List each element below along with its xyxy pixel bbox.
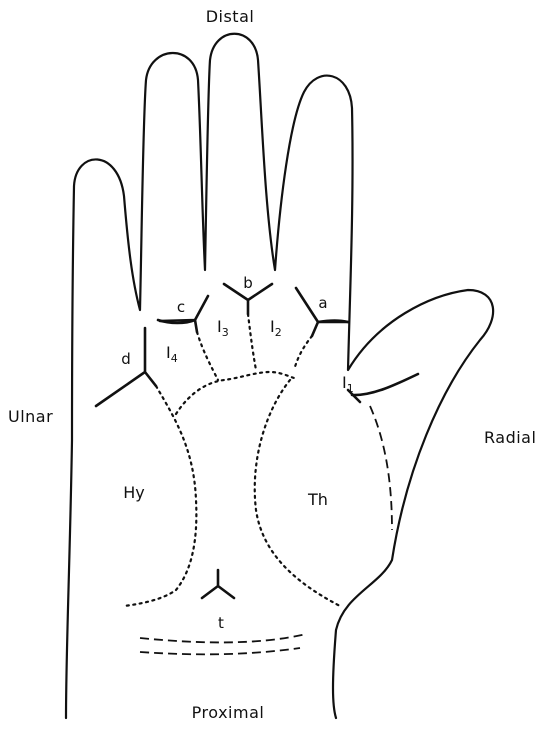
label-triradius-c: c xyxy=(177,298,185,316)
thumb-crease xyxy=(352,374,418,395)
boundary-lower-interdigital xyxy=(176,372,294,414)
label-proximal: Proximal xyxy=(192,703,265,722)
label-distal: Distal xyxy=(206,7,255,26)
wrist-crease-upper xyxy=(140,634,306,642)
boundary-thenar-radial xyxy=(370,406,392,530)
label-hypothenar: Hy xyxy=(123,483,145,502)
boundary-i2-i1 xyxy=(294,336,312,370)
label-interdigital-4: I4 xyxy=(166,343,178,365)
label-interdigital-2: I2 xyxy=(270,317,282,339)
label-interdigital-1: I1 xyxy=(342,373,354,395)
label-thenar: Th xyxy=(307,490,328,509)
wrist-crease-lower xyxy=(140,648,300,654)
label-triradius-b: b xyxy=(243,274,253,292)
triradius-t-lines xyxy=(202,570,234,598)
label-triradius-d: d xyxy=(121,350,131,368)
label-triradius-a: a xyxy=(318,294,327,312)
label-radial: Radial xyxy=(484,428,536,447)
label-ulnar: Ulnar xyxy=(8,407,53,426)
hand-outline xyxy=(66,34,493,718)
boundary-i4-i3 xyxy=(197,332,218,380)
boundary-i3-i2 xyxy=(248,314,256,370)
label-interdigital-3: I3 xyxy=(217,317,229,339)
label-triradius-t: t xyxy=(218,614,224,632)
